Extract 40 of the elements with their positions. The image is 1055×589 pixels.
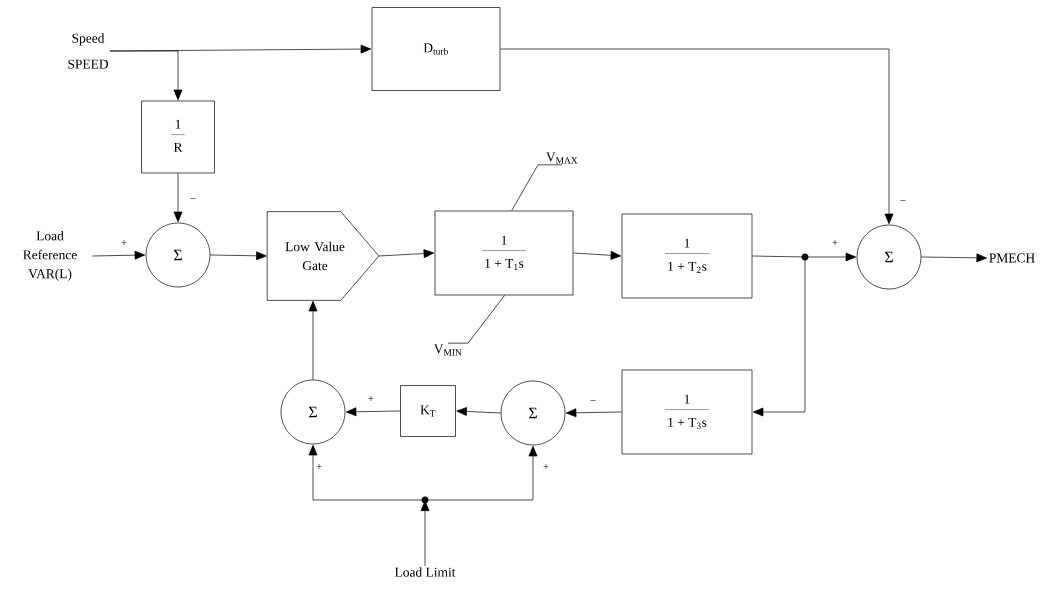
arrow (345, 407, 401, 417)
arrow (210, 251, 267, 261)
edge-label: + (367, 395, 375, 403)
arrow (500, 48, 894, 225)
edge-label: − (189, 197, 197, 203)
summing-junction: Σ (145, 222, 211, 288)
arrow (921, 253, 987, 263)
gain-box: D$_{turb}$ (371, 7, 501, 91)
input-label: Speed SPEED (68, 33, 108, 69)
edge-label: + (120, 239, 128, 247)
transfer-function-box: 1 1 + T$_{2}$s (621, 213, 753, 299)
edge-label: − (899, 199, 907, 205)
leader-line (447, 295, 505, 344)
input-label: Load Limit (394, 567, 456, 577)
edge-label: + (831, 239, 839, 247)
gain-box: K$_{T}$ (400, 385, 456, 437)
edge-label: + (542, 463, 550, 471)
arrow (308, 300, 318, 380)
transfer-function-box: 1 1 + T$_{3}$s (621, 369, 753, 455)
edge-label: + (315, 463, 323, 471)
arrow (109, 50, 183, 101)
arrow (378, 249, 435, 258)
arrow (92, 250, 146, 260)
output-label: PMECH (989, 253, 1035, 263)
arrow (420, 500, 430, 567)
transfer-function-box: 1 R (141, 100, 215, 174)
limit-label: V$_{MAX}$ (546, 152, 578, 164)
input-label: Load Reference VAR(L) (23, 230, 77, 281)
arrow (573, 250, 622, 260)
summing-junction: Σ (500, 380, 566, 446)
gate-block: Low Value Gate (266, 211, 380, 301)
summing-junction: Σ (856, 224, 922, 290)
summing-junction: Σ (280, 379, 346, 445)
arrow (456, 407, 501, 416)
edge-label: − (589, 399, 597, 405)
limit-label: V$_{MIN}$ (433, 344, 462, 356)
arrow (565, 408, 622, 418)
leader-line (511, 164, 563, 211)
arrow (173, 173, 183, 223)
transfer-function-box: 1 1 + T$_{1}$s (434, 210, 574, 296)
